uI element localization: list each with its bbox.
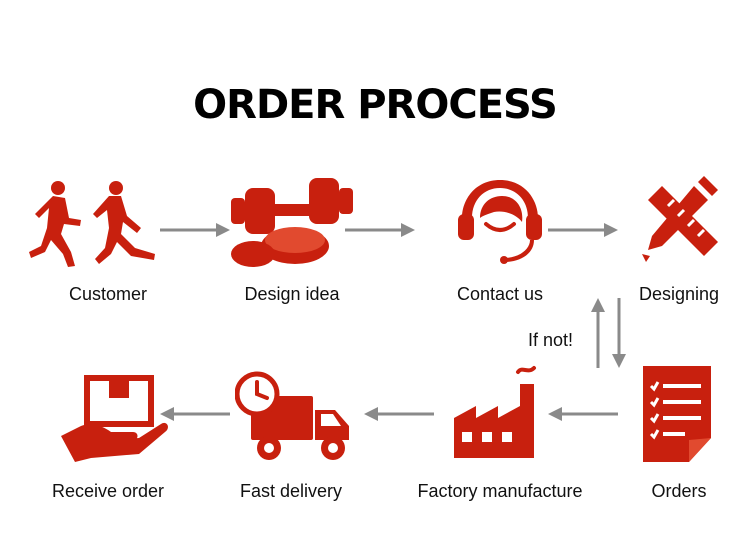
runners-icon <box>29 181 155 267</box>
step-label-factory-manufacture: Factory manufacture <box>417 481 583 501</box>
arrow-design-to-contact <box>345 223 415 237</box>
step-factory-manufacture <box>425 362 575 466</box>
arrow-contact-to-designing <box>548 223 618 237</box>
step-label-customer: Customer <box>68 284 148 304</box>
step-contact-us <box>425 174 575 274</box>
step-receive-order <box>36 372 186 468</box>
arrow-if-not-back <box>591 298 605 368</box>
page-title: ORDER PROCESS <box>193 82 558 128</box>
arrow-delivery-to-receive <box>160 407 230 421</box>
dumbbells-icon <box>231 178 353 267</box>
hand-box-icon <box>61 375 168 462</box>
step-design-idea <box>218 170 368 270</box>
arrow-designing-to-orders <box>612 298 626 368</box>
step-orders <box>602 362 750 466</box>
delivery-truck-icon <box>235 371 349 460</box>
order-list-icon <box>643 366 711 462</box>
step-label-receive-order: Receive order <box>51 481 165 501</box>
step-fast-delivery <box>220 370 370 466</box>
pencil-ruler-icon <box>642 176 718 262</box>
arrow-orders-to-factory <box>548 407 618 421</box>
step-label-design-idea: Design idea <box>244 284 340 304</box>
factory-icon <box>454 366 536 458</box>
step-label-orders: Orders <box>651 481 707 501</box>
step-customer <box>18 178 168 270</box>
arrow-customer-to-design <box>160 223 230 237</box>
step-label-fast-delivery: Fast delivery <box>239 481 343 501</box>
step-designing <box>603 176 750 272</box>
step-label-contact-us: Contact us <box>456 284 544 304</box>
arrow-factory-to-delivery <box>364 407 434 421</box>
step-label-designing: Designing <box>638 284 720 304</box>
headset-icon <box>458 180 542 264</box>
if-not-note: If not! <box>528 330 574 350</box>
